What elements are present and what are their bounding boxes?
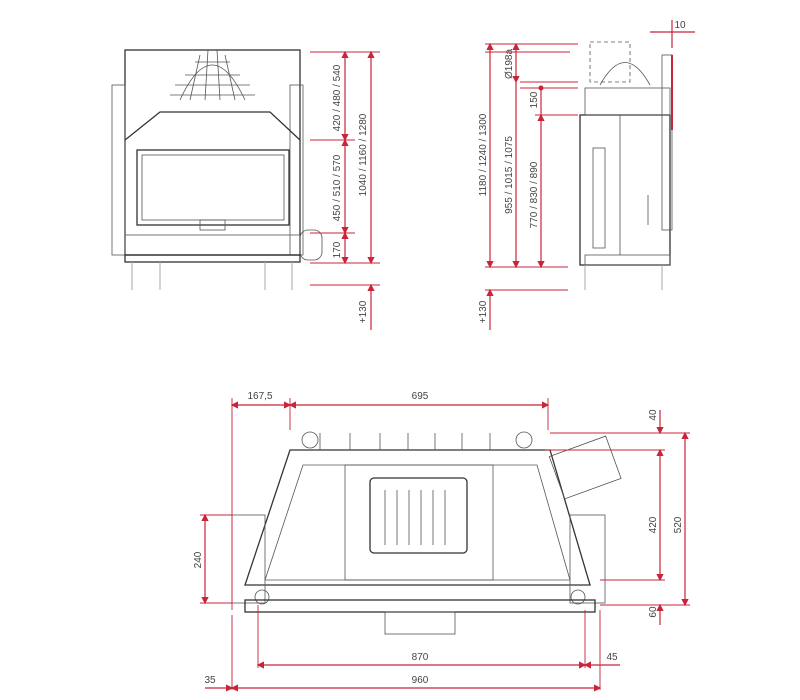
dim-front-base: 170	[332, 241, 343, 258]
dim-plan-60: 60	[648, 606, 659, 618]
dim-side-offset: 10	[674, 20, 686, 31]
side-view	[579, 41, 673, 290]
front-view	[111, 49, 323, 290]
dim-plan-695: 695	[412, 391, 429, 402]
dim-side-150: 150	[529, 91, 540, 108]
dim-front-legs: +130	[358, 300, 369, 323]
dim-plan-45: 45	[606, 652, 618, 663]
dim-side-total: 1180 / 1240 / 1300	[478, 113, 489, 196]
dim-side-flue-diameter: Ø198a	[504, 49, 515, 79]
dim-plan-240: 240	[193, 551, 204, 568]
dim-side-legs: +130	[478, 300, 489, 323]
dim-plan-420: 420	[648, 516, 659, 533]
dim-plan-167-5: 167,5	[247, 391, 272, 402]
dim-side-flue-height: 955 / 1015 / 1075	[504, 136, 515, 214]
dim-plan-870: 870	[412, 652, 429, 663]
dim-front-upper: 420 / 480 / 540	[332, 64, 343, 131]
front-view-dimensions: 420 / 480 / 540 450 / 510 / 570 170 1040…	[310, 50, 380, 330]
dim-plan-35: 35	[204, 675, 216, 686]
dim-plan-960: 960	[412, 675, 429, 686]
plan-view	[231, 431, 622, 635]
dim-side-body: 770 / 830 / 890	[529, 161, 540, 228]
dim-front-door: 450 / 510 / 570	[332, 154, 343, 221]
dim-plan-520: 520	[673, 516, 684, 533]
dim-plan-40: 40	[648, 409, 659, 421]
dim-front-total: 1040 / 1160 / 1280	[358, 113, 369, 196]
plan-view-dimensions: 167,5 695 40 420 520 240 60 870 45 35 96…	[193, 391, 690, 692]
side-view-dimensions: 10 Ø198a 150 1180 / 1240 / 1300 955 / 10…	[478, 20, 695, 330]
